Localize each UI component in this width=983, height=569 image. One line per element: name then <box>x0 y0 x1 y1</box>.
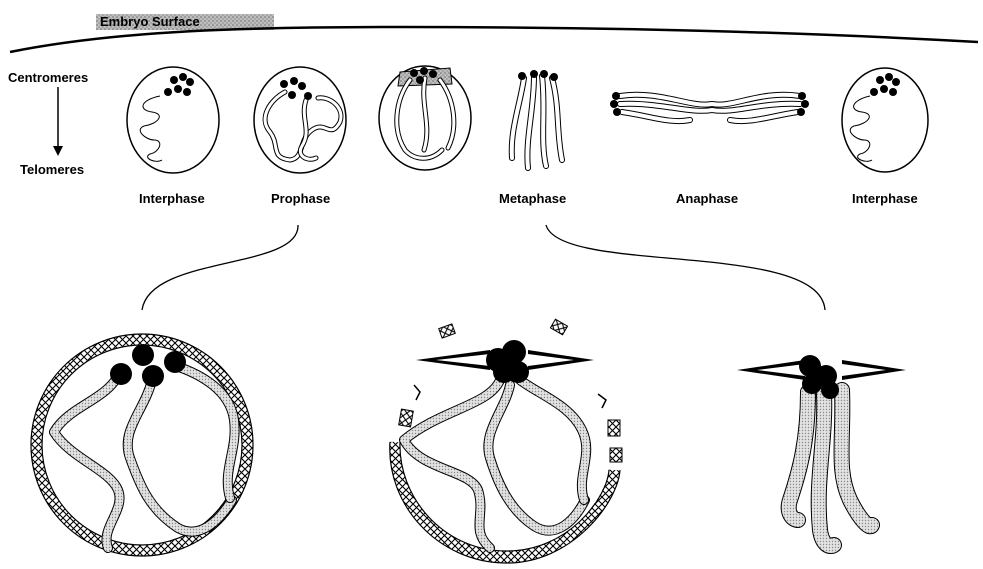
detail-prometaphase-nucleus <box>390 319 622 563</box>
stage-prophase <box>254 67 346 173</box>
orientation-axis: Centromeres Telomeres <box>8 70 88 177</box>
embryo-surface-label: Embryo Surface <box>100 14 200 29</box>
detail-metaphase <box>737 355 906 546</box>
embryo-surface: Embryo Surface <box>10 14 978 52</box>
stage-label-interphase-1: Interphase <box>139 191 205 206</box>
telomeres-label: Telomeres <box>20 162 84 177</box>
stage-label-interphase-2: Interphase <box>852 191 918 206</box>
down-arrow-icon <box>53 146 63 156</box>
zoom-curve-prophase <box>142 225 298 310</box>
stage-metaphase <box>512 70 562 168</box>
zoom-curve-metaphase <box>546 225 825 310</box>
stage-anaphase <box>610 92 809 121</box>
stage-label-anaphase: Anaphase <box>676 191 738 206</box>
surface-line <box>10 27 978 52</box>
stage-label-prophase: Prophase <box>271 191 330 206</box>
centromeres-label: Centromeres <box>8 70 88 85</box>
detail-prophase-nucleus <box>31 334 253 556</box>
centromere-dots <box>486 340 529 383</box>
stage-label-metaphase: Metaphase <box>499 191 566 206</box>
centromere-dots <box>518 70 558 81</box>
stage-interphase-1 <box>127 67 219 173</box>
stage-interphase-2 <box>842 68 928 172</box>
stage-prometaphase <box>379 66 471 170</box>
